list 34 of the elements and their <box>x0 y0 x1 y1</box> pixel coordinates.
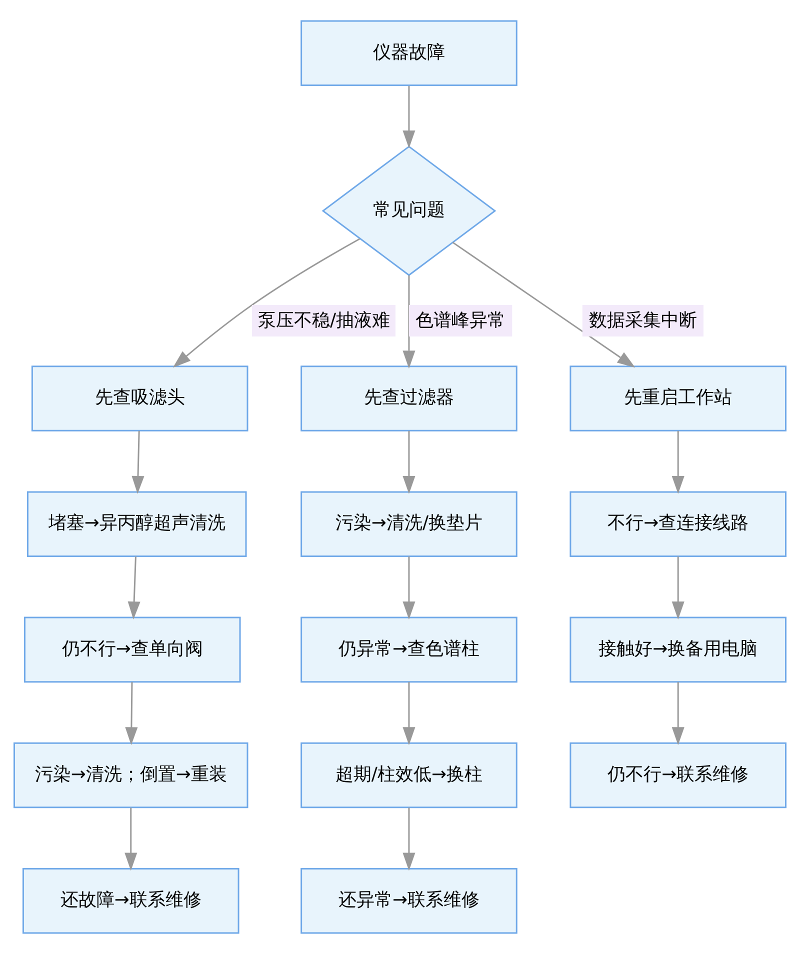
node-box: 超期/柱效低→换柱 <box>300 742 518 808</box>
arrow <box>132 430 144 494</box>
edge-label: 数据采集中断 <box>589 310 698 332</box>
arrow <box>672 682 684 746</box>
node-box: 污染→清洗；倒置→重装 <box>14 742 248 808</box>
arrow <box>402 86 416 148</box>
node-box: 仪器故障 <box>300 20 518 86</box>
node-box: 仍不行→查单向阀 <box>24 616 241 683</box>
node-box: 仍不行→联系维修 <box>570 742 786 808</box>
node-box: 先查过滤器 <box>300 366 518 432</box>
arrow <box>402 556 416 620</box>
node-box: 仍异常→查色谱柱 <box>300 616 518 683</box>
arrow <box>402 682 416 746</box>
arrow <box>402 430 416 494</box>
arrow <box>452 242 636 368</box>
arrow <box>124 808 138 871</box>
arrow <box>128 556 140 620</box>
arrow <box>172 238 360 368</box>
node-box: 先查吸滤头 <box>31 366 248 432</box>
node-box: 接触好→换备用电脑 <box>570 616 786 683</box>
node-box: 先重启工作站 <box>570 366 786 432</box>
node-box: 还故障→联系维修 <box>22 868 240 934</box>
arrow <box>672 556 684 620</box>
arrow <box>125 682 138 746</box>
node-box: 不行→查连接线路 <box>570 491 786 557</box>
arrow <box>402 275 416 369</box>
node-box: 堵塞→异丙醇超声清洗 <box>26 491 247 557</box>
arrow <box>672 430 684 494</box>
node-box: 还异常→联系维修 <box>300 868 518 934</box>
node-diamond: 常见问题 <box>322 146 496 276</box>
node-box: 污染→清洗/换垫片 <box>300 491 518 557</box>
edge-label: 色谱峰异常 <box>416 310 506 332</box>
edge-label: 泵压不稳/抽液难 <box>258 310 390 332</box>
arrow <box>402 808 416 871</box>
